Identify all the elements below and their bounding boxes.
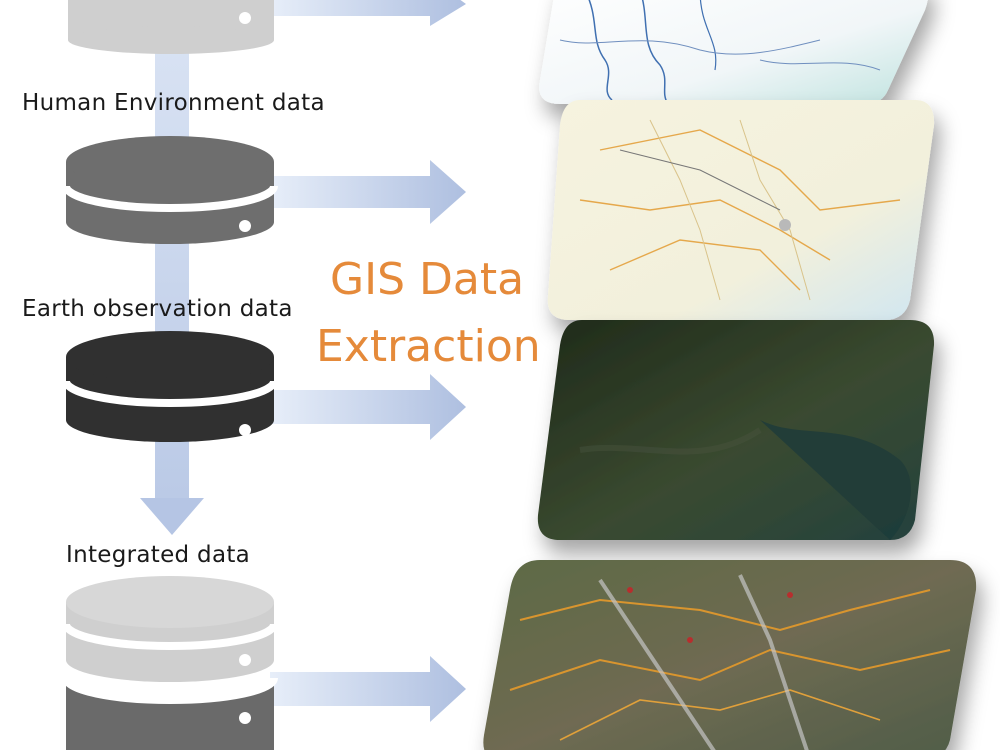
map-layer-satellite [537, 320, 935, 540]
map-layer-integrated [483, 560, 977, 750]
database-icon-raw [68, 0, 274, 54]
map-layer-road-network [547, 100, 935, 320]
arrow-to-base-map [270, 0, 466, 26]
arrow-to-integrated [270, 656, 466, 722]
map-layer-base-hydrography [539, 0, 928, 105]
database-icon-integrated [62, 576, 278, 750]
gis-title-line2: Extraction [316, 321, 541, 372]
label-human-environment-data: Human Environment data [22, 90, 325, 116]
gis-title-line1: GIS Data [330, 254, 525, 305]
arrow-to-satellite [270, 374, 466, 440]
vertical-flow-connector [140, 0, 204, 535]
label-integrated-data: Integrated data [66, 542, 251, 568]
label-earth-observation-data: Earth observation data [22, 296, 293, 322]
database-icon-earth-observation [62, 331, 278, 442]
arrow-to-road-map [270, 160, 466, 224]
database-icon-human-environment [62, 136, 278, 244]
